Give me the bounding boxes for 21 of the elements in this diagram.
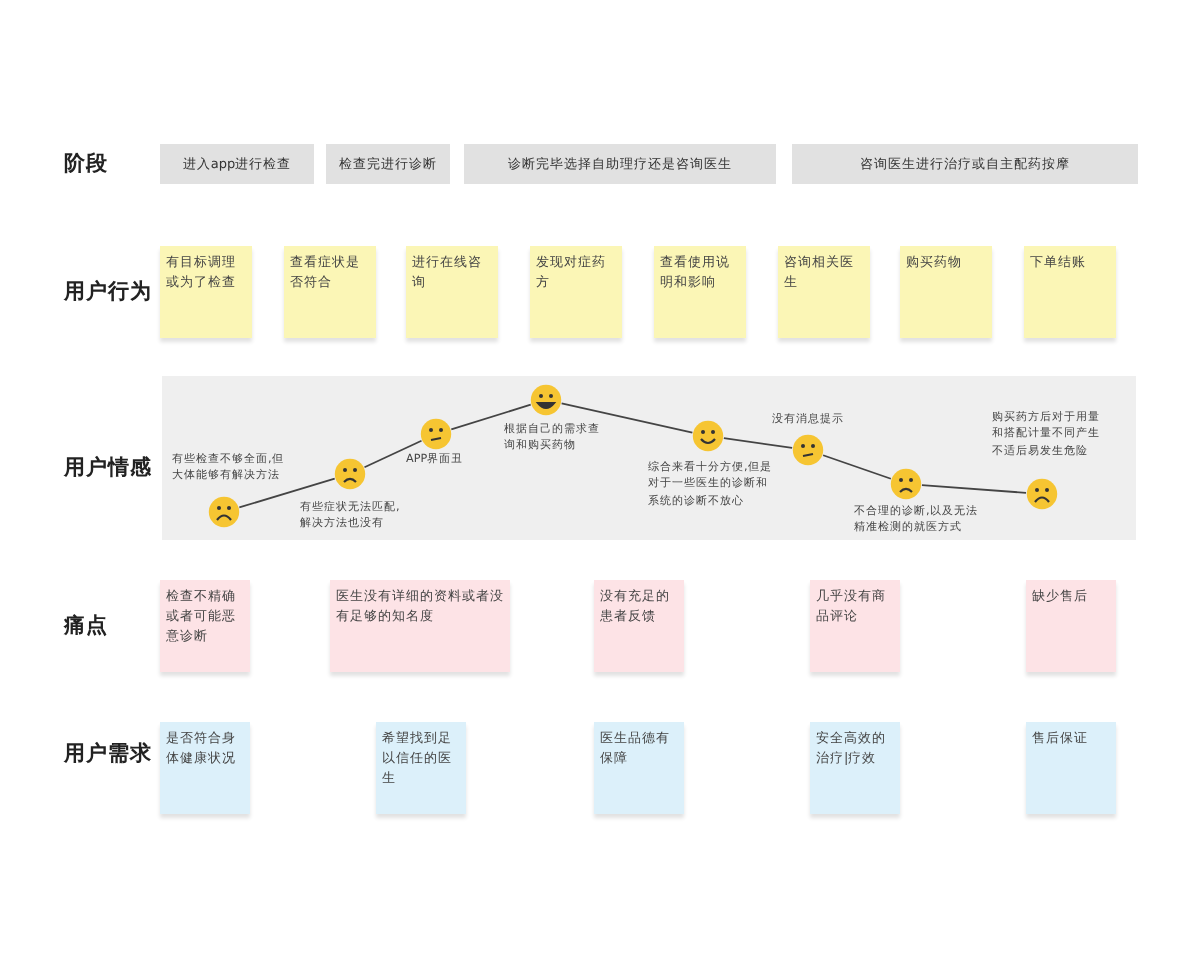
face-icon <box>692 420 724 452</box>
row-heading: 阶段 <box>64 150 108 178</box>
row-heading: 用户需求 <box>64 740 152 768</box>
face-icon <box>334 458 366 490</box>
curve-line <box>822 454 892 480</box>
face-icon <box>890 468 922 500</box>
row-heading: 用户情感 <box>64 454 152 482</box>
face-icon <box>530 384 562 416</box>
face-icon <box>208 496 240 528</box>
curve-line <box>722 437 794 449</box>
curve-line <box>560 402 694 434</box>
face-icon <box>792 434 824 466</box>
row-heading: 痛点 <box>64 612 108 640</box>
curve-line <box>238 477 336 509</box>
curve-line <box>363 439 423 469</box>
curve-line <box>921 484 1027 494</box>
face-icon <box>1026 478 1058 510</box>
row-heading: 用户行为 <box>64 278 152 306</box>
curve-line <box>450 403 532 431</box>
emotion-band <box>162 376 1136 540</box>
face-icon <box>420 418 452 450</box>
